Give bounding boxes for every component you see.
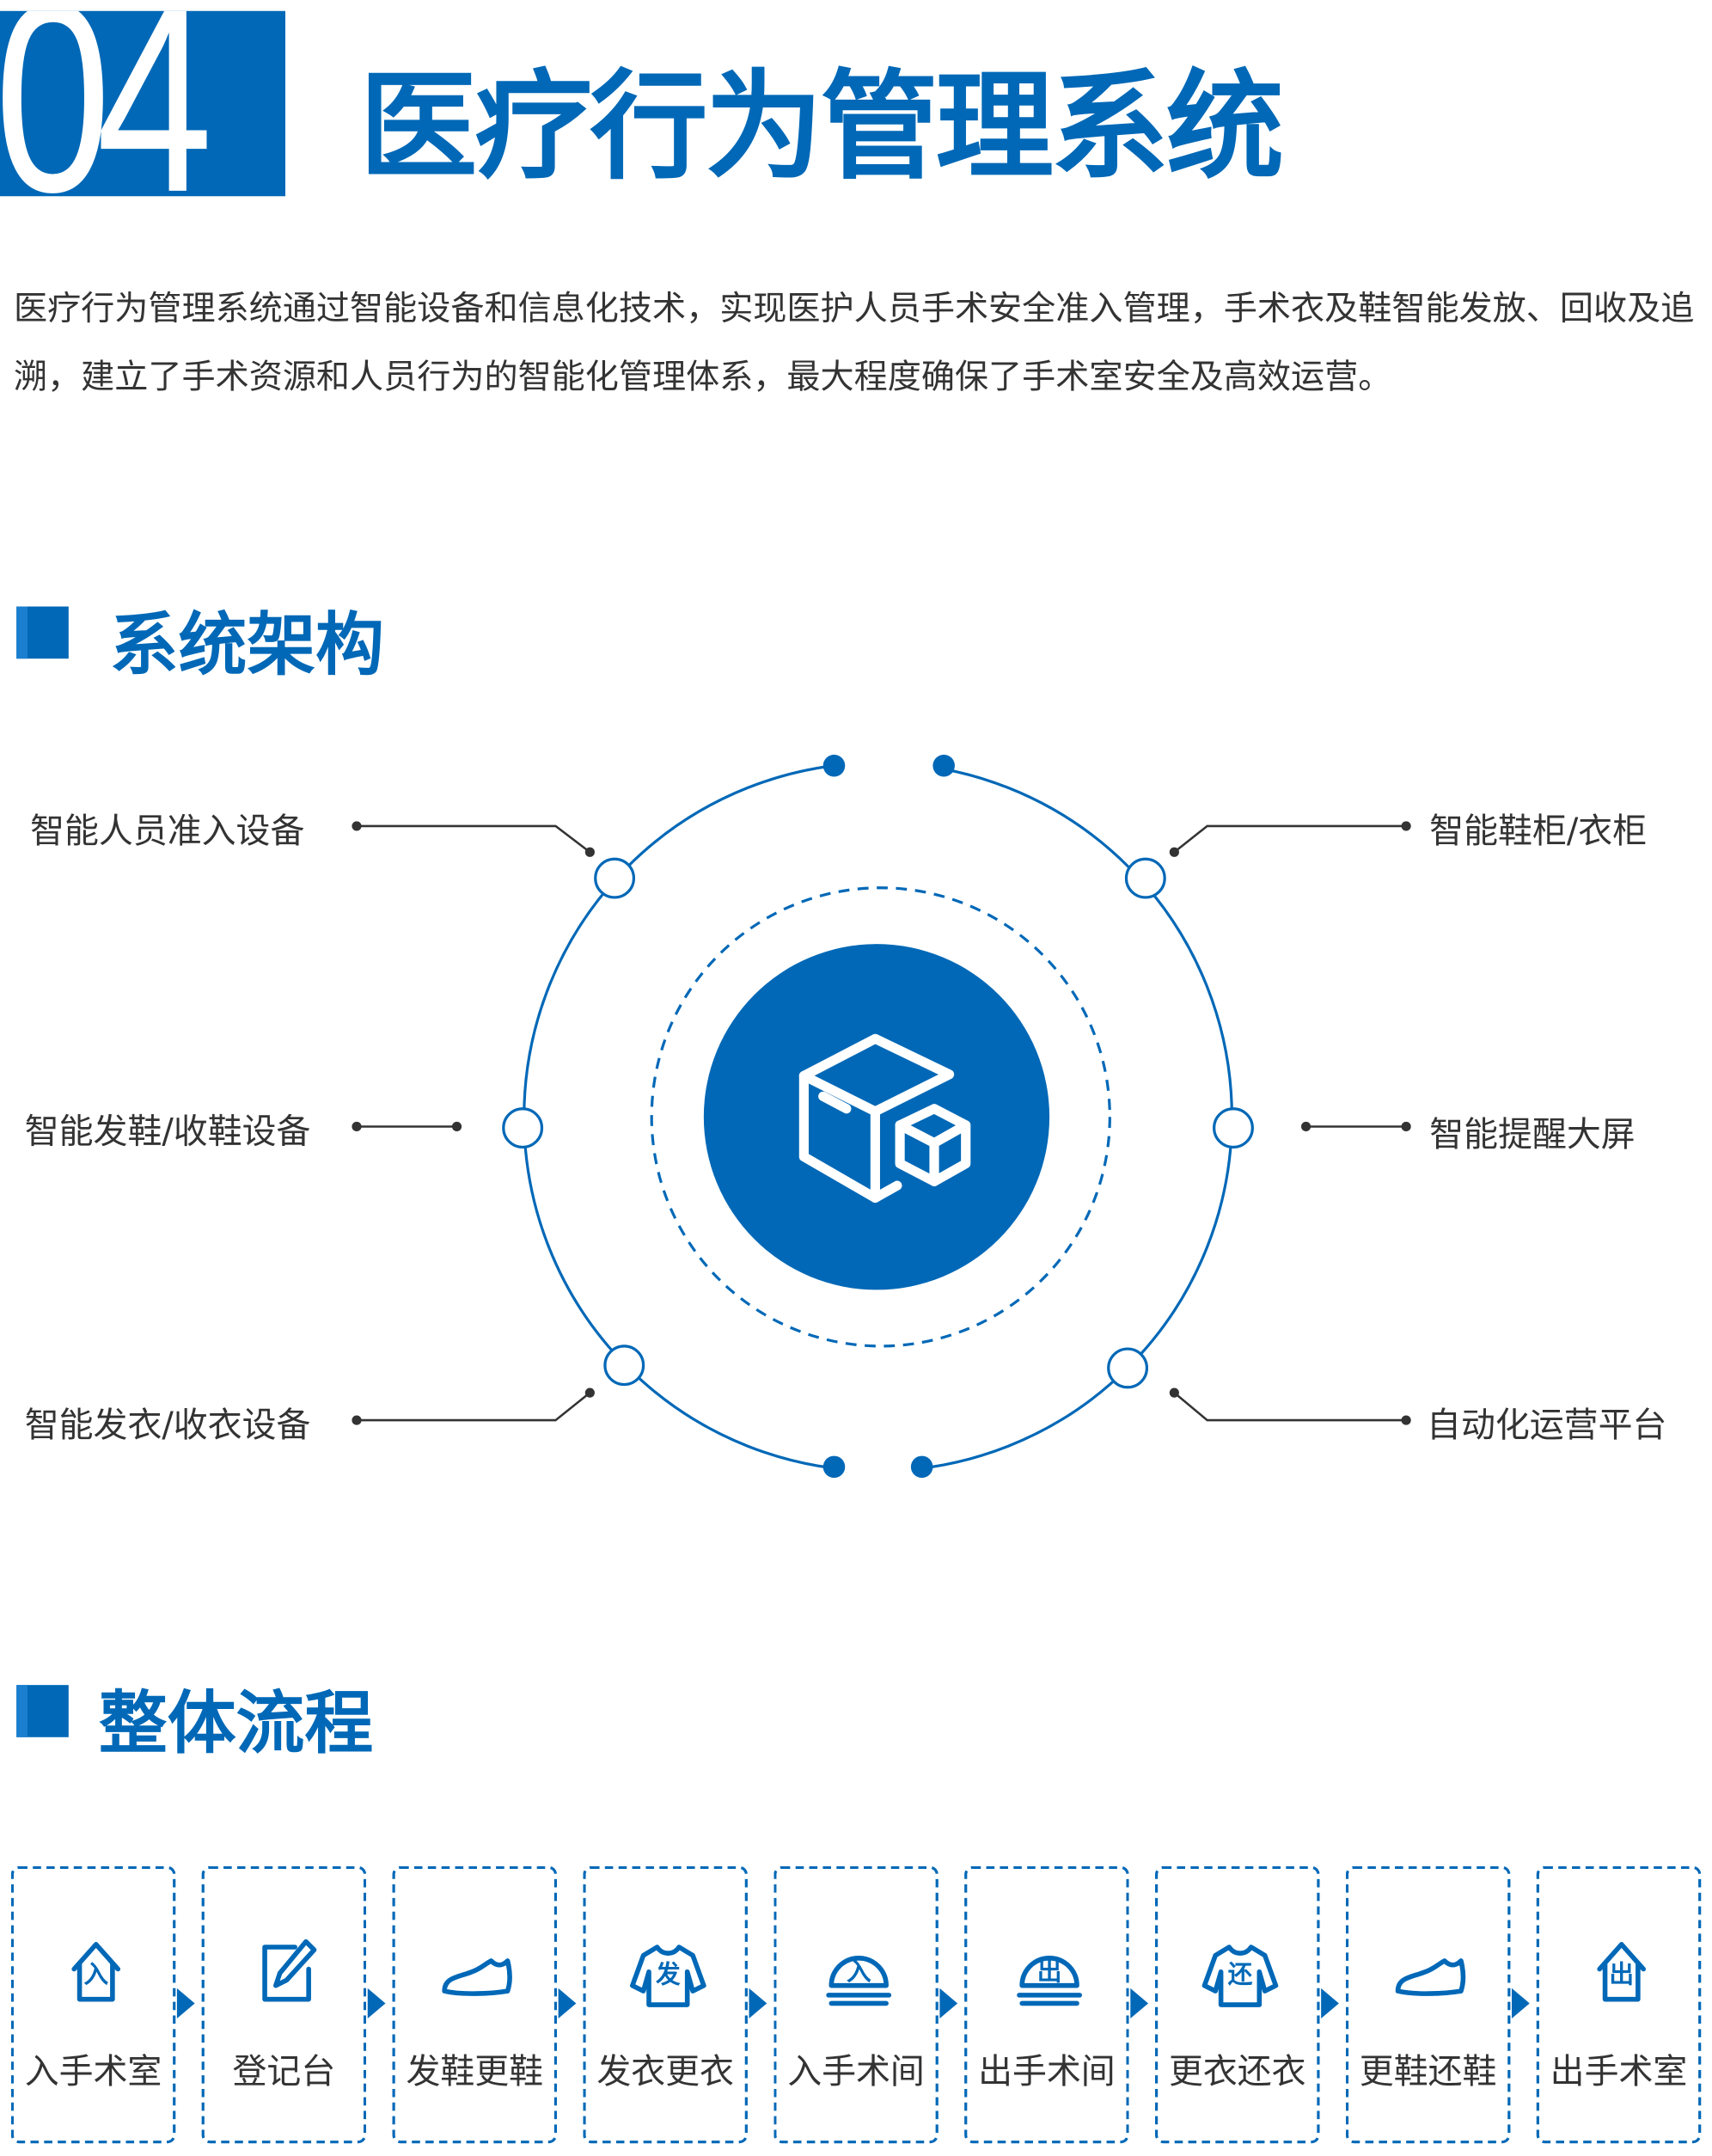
dome-exit-icon: 出: [1017, 1955, 1083, 2006]
boxes-icon: [798, 1033, 971, 1204]
section-marker: [16, 606, 69, 659]
process-step: 发发衣更衣: [583, 1865, 748, 2144]
edit-icon: [262, 1939, 317, 2002]
node: [603, 1344, 645, 1387]
process-step-label: 发衣更衣: [596, 2051, 734, 2092]
node: [1213, 1107, 1254, 1149]
ring-dot: [822, 1455, 846, 1479]
house-enter-icon: 入: [71, 1942, 121, 2002]
architecture-diagram: [352, 751, 1411, 1479]
process-step-label: 出手术间: [978, 2051, 1116, 2092]
node: [1107, 1347, 1149, 1389]
process-step-label: 出手术室: [1550, 2051, 1688, 2092]
shirt-return-icon: 还: [1201, 1945, 1279, 2007]
process-step: 出出手术间: [964, 1865, 1129, 2144]
ring-dot: [822, 754, 846, 777]
dashed-ring: [650, 886, 1111, 1348]
process-step: 更鞋还鞋: [1345, 1865, 1511, 2144]
process-step: 出出手术室: [1536, 1865, 1702, 2144]
arrow-right-icon: [939, 1988, 958, 2019]
section-number-badge: 04: [0, 10, 286, 197]
svg-text:还: 还: [1228, 1960, 1253, 1989]
page-title: 医疗行为管理系统: [359, 58, 1284, 197]
process-step: 还更衣还衣: [1155, 1865, 1320, 2144]
label-personnel-access-device: 智能人员准入设备: [30, 811, 305, 851]
svg-text:出: 出: [1609, 1960, 1634, 1989]
process-step-label: 更衣还衣: [1168, 2051, 1306, 2092]
svg-text:发: 发: [655, 1960, 681, 1989]
node: [502, 1107, 544, 1149]
arrow-right-icon: [367, 1988, 386, 2019]
shoe-icon: [1395, 1958, 1466, 1996]
process-step: 登记台: [201, 1865, 367, 2144]
ring-dot: [932, 754, 955, 777]
shoe-icon: [442, 1958, 512, 1996]
arrow-right-icon: [1321, 1988, 1339, 2019]
svg-text:入: 入: [83, 1960, 108, 1989]
architecture-title: 系统架构: [109, 604, 384, 685]
section-marker: [16, 1685, 69, 1737]
svg-text:出: 出: [1037, 1957, 1062, 1986]
dome-enter-icon: 入: [826, 1955, 892, 2006]
arrow-right-icon: [176, 1988, 195, 2019]
label-shoe-device: 智能发鞋/收鞋设备: [24, 1111, 311, 1152]
arrow-right-icon: [749, 1988, 767, 2019]
process-step-label: 发鞋更鞋: [406, 2051, 544, 2092]
node: [594, 857, 636, 899]
label-ops-platform: 自动化运营平台: [1427, 1405, 1667, 1445]
node: [1124, 857, 1166, 899]
section-number: 04: [0, 10, 213, 197]
process-step-label: 入手术室: [24, 2051, 162, 2092]
process-step: 发鞋更鞋: [392, 1865, 558, 2144]
house-exit-icon: 出: [1597, 1942, 1647, 2002]
label-smart-cabinet: 智能鞋柜/衣柜: [1429, 811, 1648, 851]
process-step-label: 入手术间: [787, 2051, 925, 2092]
process-title: 整体流程: [98, 1683, 374, 1764]
process-step: 入入手术间: [773, 1865, 939, 2144]
shirt-icon: 发: [630, 1945, 706, 2007]
intro-paragraph: 医疗行为管理系统通过智能设备和信息化技术，实现医护人员手术安全准入管理，手术衣及…: [13, 288, 1695, 397]
label-clothing-device: 智能发衣/收衣设备: [24, 1405, 311, 1445]
label-reminder-screen: 智能提醒大屏: [1429, 1114, 1636, 1155]
process-step-label: 登记台: [232, 2051, 336, 2092]
process-step: 入入手术室: [10, 1865, 176, 2144]
arrow-right-icon: [558, 1988, 577, 2019]
process-step-label: 更鞋还鞋: [1359, 2051, 1497, 2092]
svg-text:入: 入: [847, 1957, 871, 1986]
arrow-right-icon: [1130, 1988, 1149, 2019]
arrow-right-icon: [1512, 1988, 1530, 2019]
ring-dot: [910, 1455, 933, 1479]
